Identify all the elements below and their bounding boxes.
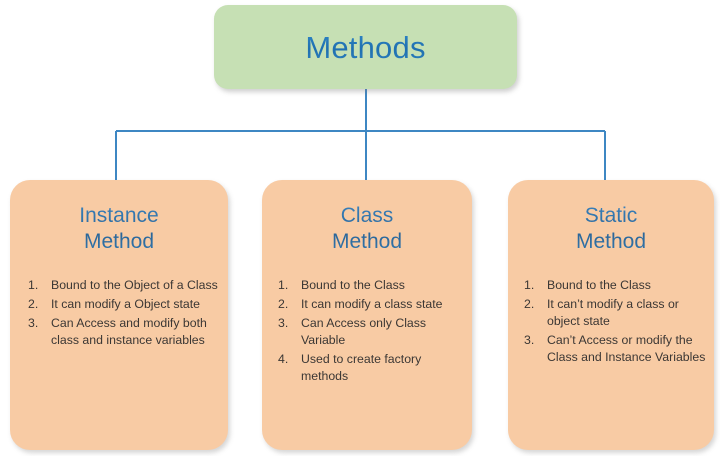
card-static-method: Static Method 1. Bound to the Class 2. I… xyxy=(508,180,714,450)
list-item: 1. Bound to the Object of a Class xyxy=(28,277,220,294)
root-node-title: Methods xyxy=(305,29,426,65)
list-item: 2. It can’t modify a class or object sta… xyxy=(524,296,706,330)
list-item-number: 3. xyxy=(524,332,535,347)
list-item-text: Can’t Access or modify the Class and Ins… xyxy=(547,332,706,364)
card-list-instance-method: 1. Bound to the Object of a Class 2. It … xyxy=(10,277,228,349)
list-item-number: 3. xyxy=(278,316,289,330)
card-title-line-1: Class xyxy=(340,204,394,227)
card-title-line-1: Static xyxy=(584,204,638,227)
list-item-text: Bound to the Class xyxy=(301,278,405,293)
list-item: 3. Can Access and modify both class and … xyxy=(28,315,220,349)
list-item: 2. It can modify a class state xyxy=(278,296,464,313)
card-title-static-method: Static Method xyxy=(508,203,714,255)
list-item-text: Can Access only Class Variable xyxy=(301,316,427,347)
card-list-class-method: 1. Bound to the Class 2. It can modify a… xyxy=(262,277,472,385)
list-item-text: It can’t modify a class or object state xyxy=(547,297,679,328)
card-title-line-2: Method xyxy=(575,230,647,254)
list-item-number: 3. xyxy=(28,316,39,330)
list-item: 4. Used to create factory methods xyxy=(278,351,464,385)
list-item-text: Bound to the Class xyxy=(547,278,651,293)
list-item-number: 1. xyxy=(28,278,39,293)
list-item: 1. Bound to the Class xyxy=(278,277,464,294)
list-item: 3. Can Access only Class Variable xyxy=(278,315,464,349)
card-class-method: Class Method 1. Bound to the Class 2. It… xyxy=(262,180,472,450)
list-item: 1. Bound to the Class xyxy=(524,277,706,294)
list-item-number: 1. xyxy=(524,278,535,293)
root-node-methods: Methods xyxy=(214,5,517,89)
list-item: 2. It can modify a Object state xyxy=(28,296,220,313)
list-item-text: It can modify a Object state xyxy=(51,297,200,312)
list-item-number: 1. xyxy=(278,278,289,293)
list-item: 3. Can’t Access or modify the Class and … xyxy=(524,332,706,366)
card-title-line-2: Method xyxy=(83,230,155,254)
list-item-text: Bound to the Object of a Class xyxy=(51,278,218,293)
list-item-number: 4. xyxy=(278,351,289,366)
card-title-instance-method: Instance Method xyxy=(10,203,228,255)
card-instance-method: Instance Method 1. Bound to the Object o… xyxy=(10,180,228,450)
card-list-static-method: 1. Bound to the Class 2. It can’t modify… xyxy=(508,277,714,366)
list-item-number: 2. xyxy=(28,297,39,312)
list-item-number: 2. xyxy=(524,297,535,312)
card-title-class-method: Class Method xyxy=(262,203,472,255)
card-title-line-2: Method xyxy=(331,230,403,254)
list-item-text: Used to create factory methods xyxy=(301,351,422,383)
list-item-text: Can Access and modify both class and ins… xyxy=(51,316,207,347)
list-item-number: 2. xyxy=(278,297,289,312)
list-item-text: It can modify a class state xyxy=(301,297,443,312)
card-title-line-1: Instance xyxy=(79,204,159,227)
